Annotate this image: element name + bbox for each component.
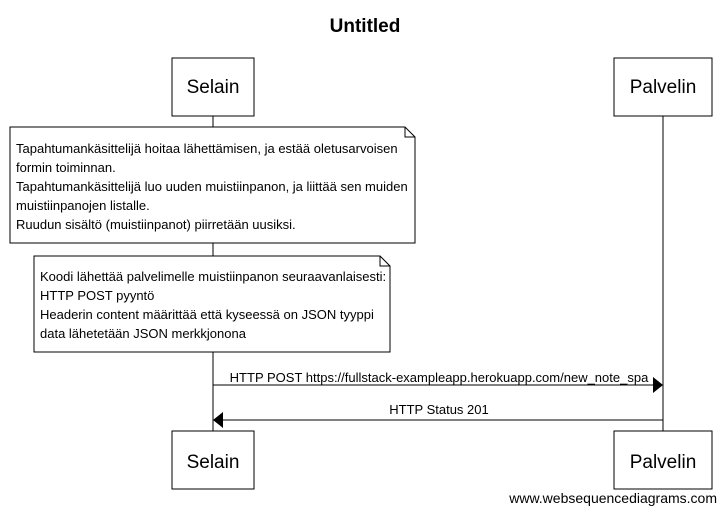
diagram-title: Untitled [330, 16, 401, 37]
participant-box [171, 430, 255, 490]
participant-box [613, 57, 713, 117]
message-label: HTTP Status 201 [389, 402, 488, 417]
note-line: formin toiminnan. [16, 160, 116, 175]
participant-box [171, 57, 255, 117]
participant-label: Palvelin [630, 452, 697, 473]
note-line: Koodi lähettää palvelimelle muistiinpano… [40, 269, 386, 284]
watermark: www.websequencediagrams.com [508, 490, 717, 506]
note-line: Headerin content määrittää että kyseessä… [40, 307, 374, 322]
note-line: muistiinpanojen listalle. [16, 198, 150, 213]
participant-box [613, 430, 713, 490]
arrowhead-left-icon [213, 412, 223, 428]
note-line: HTTP POST pyyntö [40, 288, 154, 303]
participant-selain-top: Selain [171, 57, 255, 117]
note-line: Tapahtumankäsittelijä hoitaa lähettämise… [16, 141, 398, 156]
participant-selain-bottom: Selain [171, 430, 255, 490]
participant-label: Selain [187, 77, 240, 98]
message-label: HTTP POST https://fullstack-exampleapp.h… [230, 370, 649, 385]
note-line: Tapahtumankäsittelijä luo uuden muistiin… [16, 179, 408, 194]
participant-palvelin-top: Palvelin [613, 57, 713, 117]
note-2: Koodi lähettää palvelimelle muistiinpano… [33, 255, 391, 353]
arrowhead-right-icon [653, 377, 663, 393]
message-http-status: HTTP Status 201 [213, 402, 663, 428]
message-http-post: HTTP POST https://fullstack-exampleapp.h… [213, 370, 663, 393]
note-line: data lähetetään JSON merkkjonona [40, 326, 247, 341]
note-fold [404, 127, 415, 138]
note-1: Tapahtumankäsittelijä hoitaa lähettämise… [9, 126, 416, 244]
participant-label: Selain [187, 452, 240, 473]
note-box [9, 126, 416, 244]
note-box [33, 255, 391, 353]
participant-label: Palvelin [630, 77, 697, 98]
note-fold [379, 256, 390, 267]
note-line: Ruudun sisältö (muistiinpanot) piirretää… [16, 217, 296, 232]
participant-palvelin-bottom: Palvelin [613, 430, 713, 490]
